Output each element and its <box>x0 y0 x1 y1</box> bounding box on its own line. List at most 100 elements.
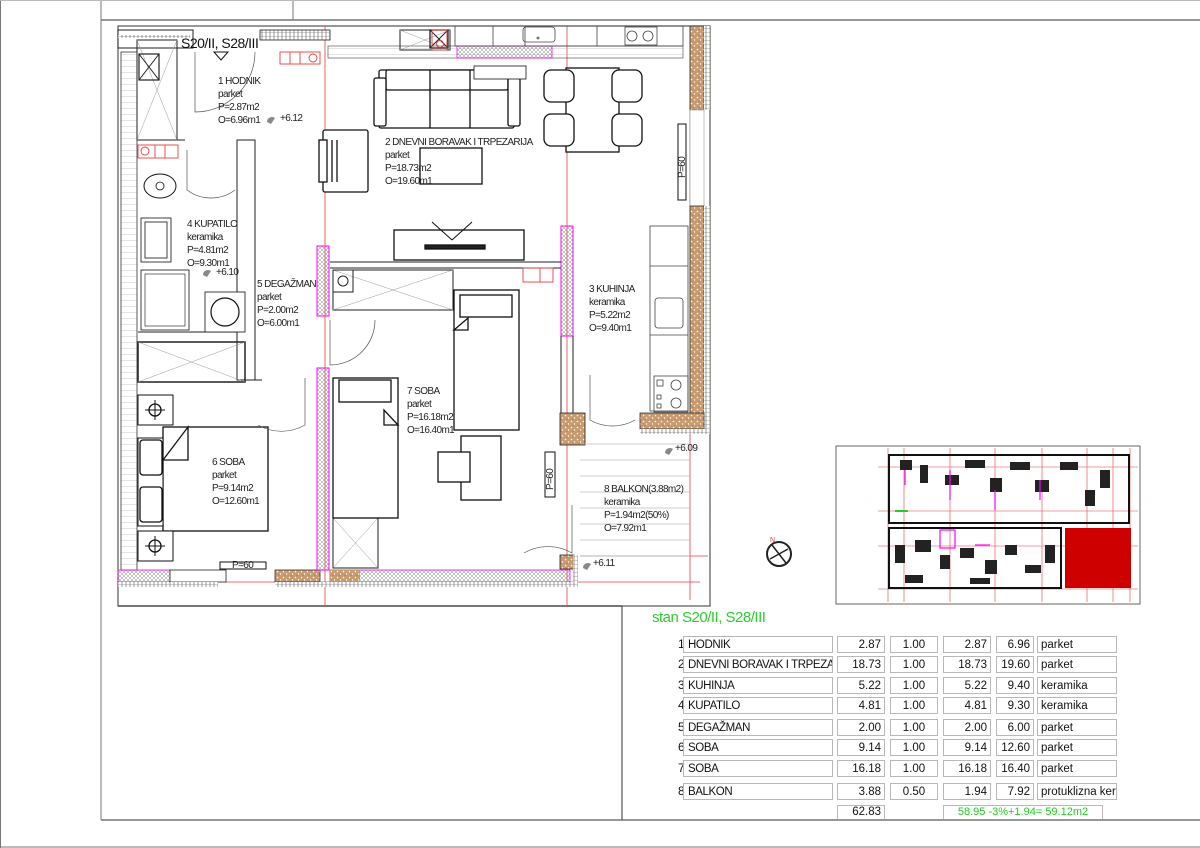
room-label: 2 DNEVNI BORAVAK I TRPEZARIJA parket P=1… <box>385 137 534 187</box>
doors <box>186 51 636 554</box>
room-area: 5.22 <box>837 677 885 694</box>
room-perimeter: 12.60 <box>996 739 1034 756</box>
svg-text:O=19.60m1: O=19.60m1 <box>385 176 433 187</box>
room-name: HODNIK <box>683 636 833 653</box>
row-number: 7 <box>678 761 685 775</box>
svg-text:parket: parket <box>385 150 410 161</box>
area-coefficient: 1.00 <box>890 739 938 756</box>
area-coefficient: 1.00 <box>890 677 938 694</box>
svg-text:parket: parket <box>407 399 432 410</box>
room-area: 4.81 <box>837 697 885 714</box>
svg-text:3 KUHINJA: 3 KUHINJA <box>589 284 636 295</box>
compass-icon: N <box>766 537 792 567</box>
floor-finish: parket <box>1037 656 1117 673</box>
row-number: 5 <box>678 720 685 734</box>
room-label: 5 DEGAŽMAN parket P=2.00m2 O=6.00m1 <box>257 277 317 329</box>
room-label: 3 KUHINJA keramika P=5.22m2 O=9.40m1 <box>589 284 636 334</box>
room-label: 6 SOBA parket P=9.14m2 O=12.60m1 <box>212 457 261 507</box>
svg-text:keramika: keramika <box>187 232 224 243</box>
svg-text:O=12.60m1: O=12.60m1 <box>212 496 260 507</box>
floor-finish: keramika <box>1037 697 1117 714</box>
svg-text:2 DNEVNI BORAVAK I TRPEZARIJA: 2 DNEVNI BORAVAK I TRPEZARIJA <box>385 137 534 148</box>
room-perimeter: 16.40 <box>996 760 1034 777</box>
interior-walls <box>136 29 574 571</box>
svg-text:P=2.87m2: P=2.87m2 <box>218 102 260 113</box>
room-label: 1 HODNIK parket P=2.87m2 O=6.96m1 <box>218 76 262 126</box>
room-area: 16.18 <box>837 760 885 777</box>
room-name: SOBA <box>683 760 833 777</box>
area-coefficient: 1.00 <box>890 719 938 736</box>
highlighted-unit <box>1065 528 1131 588</box>
room-label: 7 SOBA parket P=16.18m2 O=16.40m1 <box>407 386 456 436</box>
net-area: 16.18 <box>943 760 991 777</box>
svg-text:parket: parket <box>257 292 282 303</box>
floor-finish: parket <box>1037 739 1117 756</box>
svg-text:+6.09: +6.09 <box>675 443 698 454</box>
area-coefficient: 1.00 <box>890 697 938 714</box>
room-name: BALKON <box>683 783 833 800</box>
room-name: KUPATILO <box>683 697 833 714</box>
row-number: 8 <box>678 784 685 798</box>
row-number: 6 <box>678 740 685 754</box>
area-coefficient: 1.00 <box>890 656 938 673</box>
compass-north-label: N <box>770 537 775 544</box>
net-area: 1.94 <box>943 783 991 800</box>
furniture <box>137 65 687 570</box>
floor-finish: keramika <box>1037 677 1117 694</box>
floor-finish: parket <box>1037 719 1117 736</box>
room-area: 2.00 <box>837 719 885 736</box>
svg-text:+6.12: +6.12 <box>280 113 303 124</box>
key-plan <box>878 448 1138 602</box>
total-area: 62.83 <box>837 805 885 819</box>
row-number: 3 <box>678 678 685 692</box>
room-perimeter: 19.60 <box>996 656 1034 673</box>
svg-text:O=9.30m1: O=9.30m1 <box>187 258 230 269</box>
table-title: stan S20/II, S28/III <box>652 609 766 626</box>
net-area: 2.87 <box>943 636 991 653</box>
svg-text:O=7.92m1: O=7.92m1 <box>604 523 647 534</box>
svg-text:P=5.22m2: P=5.22m2 <box>589 310 631 321</box>
floor-finish: parket <box>1037 636 1117 653</box>
room-perimeter: 9.40 <box>996 677 1034 694</box>
radiator-label: P=60 <box>232 560 254 571</box>
total-formula: 58.95 -3%+1.94= 59.12m2 <box>943 805 1103 819</box>
room-perimeter: 6.00 <box>996 719 1034 736</box>
exterior-walls <box>117 25 710 587</box>
radiator-label: P=60 <box>677 156 688 178</box>
level-marker: +6.10 <box>203 267 240 278</box>
kitchen-counter <box>454 25 689 413</box>
room-area: 2.87 <box>837 636 885 653</box>
radiator-label: P=60 <box>545 468 556 490</box>
svg-text:1 HODNIK: 1 HODNIK <box>218 76 261 87</box>
svg-text:O=16.40m1: O=16.40m1 <box>407 425 455 436</box>
room-label: 8 BALKON(3.88m2) keramika P=1.94m2(50%) … <box>604 484 684 534</box>
svg-text:P=2.00m2: P=2.00m2 <box>257 305 299 316</box>
svg-text:P=4.81m2: P=4.81m2 <box>187 245 229 256</box>
svg-text:parket: parket <box>212 470 237 481</box>
svg-text:4 KUPATILO: 4 KUPATILO <box>187 219 238 230</box>
svg-text:keramika: keramika <box>589 297 626 308</box>
net-area: 18.73 <box>943 656 991 673</box>
row-number: 4 <box>678 698 685 712</box>
svg-text:O=9.40m1: O=9.40m1 <box>589 323 632 334</box>
row-number: 2 <box>678 657 685 671</box>
level-marker: +6.12 <box>267 113 304 124</box>
svg-text:+6.11: +6.11 <box>593 558 616 569</box>
row-number: 1 <box>678 637 685 651</box>
room-perimeter: 6.96 <box>996 636 1034 653</box>
net-area: 5.22 <box>943 677 991 694</box>
svg-text:6 SOBA: 6 SOBA <box>212 457 245 468</box>
svg-text:5 DEGAŽMAN: 5 DEGAŽMAN <box>257 277 316 290</box>
level-marker: +6.09 <box>665 443 699 455</box>
net-area: 4.81 <box>943 697 991 714</box>
radiators <box>137 29 554 283</box>
svg-text:O=6.00m1: O=6.00m1 <box>257 318 300 329</box>
svg-text:P=16.18m2: P=16.18m2 <box>407 412 454 423</box>
floor-finish: protuklizna ker. <box>1037 783 1117 800</box>
room-perimeter: 7.92 <box>996 783 1034 800</box>
room-name: DNEVNI BORAVAK I TRPEZARIJA <box>683 656 833 673</box>
svg-text:O=6.96m1: O=6.96m1 <box>218 115 261 126</box>
room-name: SOBA <box>683 739 833 756</box>
svg-text:7 SOBA: 7 SOBA <box>407 386 440 397</box>
